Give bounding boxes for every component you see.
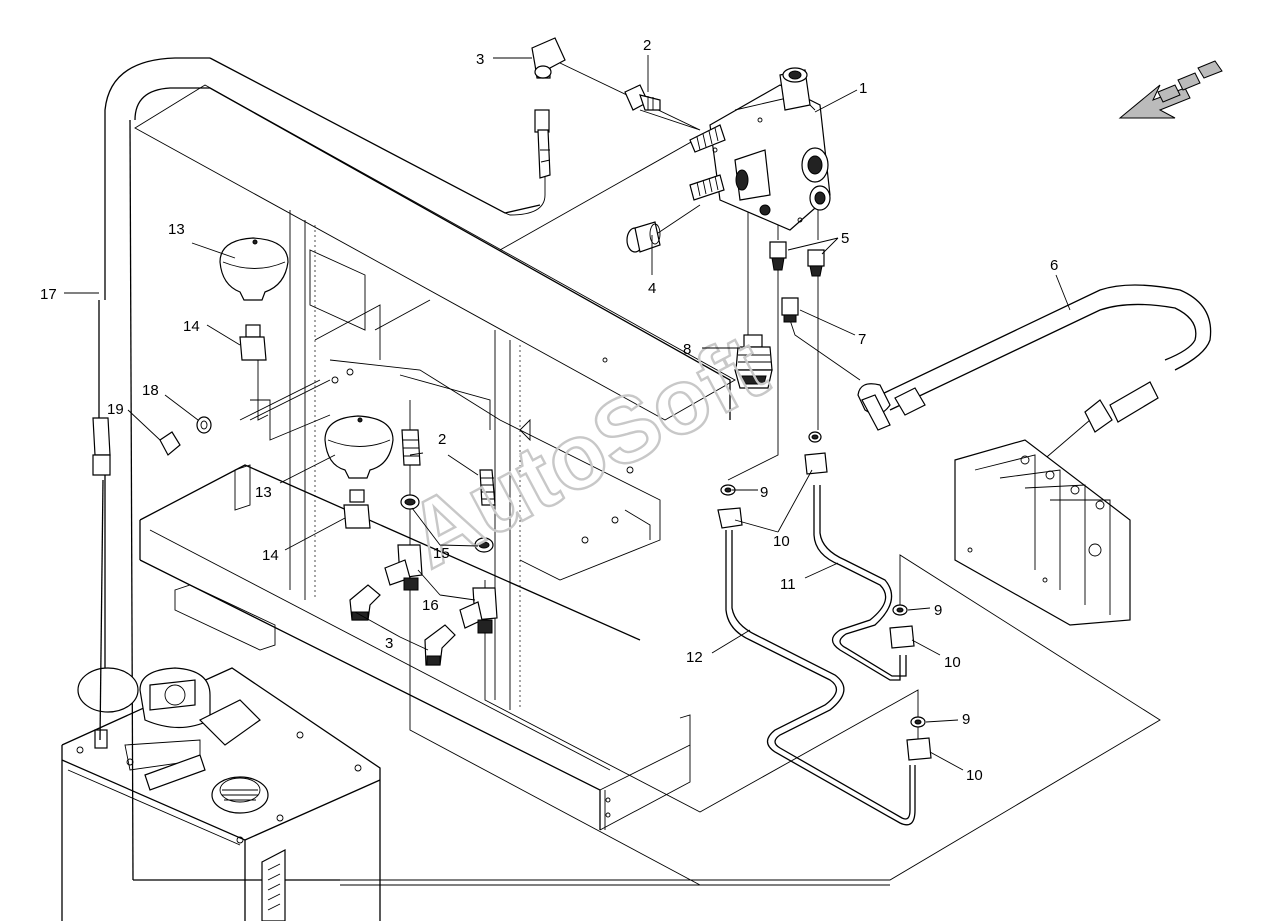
callout-14-lower: 14: [262, 547, 279, 564]
pipe-part-11: [813, 485, 907, 681]
callout-8: 8: [683, 341, 691, 358]
control-valve-block: [954, 439, 1131, 626]
routing-lines: [239, 62, 1161, 886]
fitting-part-2-middle: [401, 429, 496, 506]
callout-leaders: [64, 55, 1071, 771]
fitting-part-7: [781, 297, 799, 323]
fitting-part-4: [626, 221, 661, 253]
callout-13-lower: 13: [255, 484, 272, 501]
forward-direction-arrow-icon: [1118, 60, 1223, 119]
callout-11: 11: [780, 576, 796, 593]
fittings-part-5: [769, 241, 825, 277]
accumulator-part-13-upper: [219, 237, 289, 301]
callout-10-middle: 10: [944, 654, 961, 671]
callout-5: 5: [841, 230, 849, 247]
washer-part-18: [196, 416, 212, 434]
hose-part-6: [857, 284, 1212, 433]
machine-frame: [104, 57, 736, 881]
washers-part-9: [720, 431, 926, 728]
callout-10-upper: 10: [773, 533, 790, 550]
watermark: AutoSoft: [392, 315, 783, 587]
callout-2-middle: 2: [438, 431, 446, 448]
pump-part-1: [689, 67, 831, 231]
callout-9-upper: 9: [760, 484, 768, 501]
nut-part-19: [159, 431, 181, 456]
elbow-fitting-part-3-lower: [349, 584, 456, 666]
hose-end-fitting: [92, 417, 111, 476]
callout-3-top: 3: [476, 51, 484, 68]
callout-15: 15: [433, 545, 450, 562]
callout-9-lower: 9: [962, 711, 970, 728]
fitting-part-14-lower: [343, 489, 371, 529]
callout-16: 16: [422, 597, 439, 614]
pressure-switch-part-8: [734, 334, 773, 389]
callout-9-middle: 9: [934, 602, 942, 619]
callout-labels: 1 2 2 3 3 4 5 6 7 8 9 9 9 10 10 10 11 12…: [40, 37, 1058, 784]
callout-12: 12: [686, 649, 703, 666]
callout-13-upper: 13: [168, 221, 185, 238]
callout-6: 6: [1050, 257, 1058, 274]
callout-19: 19: [107, 401, 124, 418]
callout-17: 17: [40, 286, 57, 303]
elbow-fitting-part-3-top: [531, 37, 566, 179]
callout-3-lower: 3: [385, 635, 393, 652]
callout-2-top: 2: [643, 37, 651, 54]
hydraulic-tank: [61, 667, 381, 921]
tee-fitting-part-16: [384, 544, 498, 634]
fitting-part-2-top: [624, 84, 661, 111]
nuts-part-10: [717, 452, 932, 761]
callout-1: 1: [859, 80, 867, 97]
washers-part-15: [400, 494, 494, 553]
pipe-part-12: [725, 530, 916, 826]
fitting-part-14-upper: [239, 324, 267, 361]
callout-10-lower: 10: [966, 767, 983, 784]
callout-7: 7: [858, 331, 866, 348]
callout-4: 4: [648, 280, 656, 297]
callout-18: 18: [142, 382, 159, 399]
accumulator-part-13-lower: [324, 415, 394, 479]
callout-14-upper: 14: [183, 318, 200, 335]
hose-part-17: [98, 300, 104, 741]
